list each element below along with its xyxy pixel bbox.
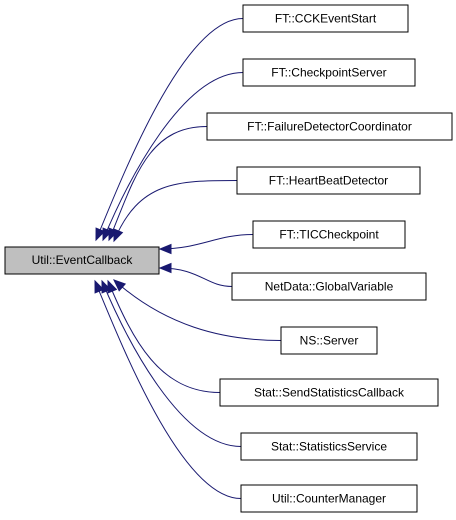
derived-class-box[interactable] xyxy=(240,432,418,461)
derived-class-node[interactable]: FT::FailureDetectorCoordinator xyxy=(206,112,453,141)
derived-class-label: FT::TICCheckpoint xyxy=(279,228,379,242)
derived-class-label: FT::HeartBeatDetector xyxy=(269,174,388,188)
derived-class-node[interactable]: Stat::StatisticsService xyxy=(240,432,418,461)
inheritance-edge xyxy=(159,234,254,250)
derived-class-node[interactable]: FT::TICCheckpoint xyxy=(252,220,406,249)
inheritance-arrowhead xyxy=(158,262,172,274)
inheritance-edge xyxy=(101,280,242,447)
inheritance-arrowhead xyxy=(113,228,124,243)
derived-class-node[interactable]: NetData::GlobalVariable xyxy=(231,272,427,301)
base-class-label: Util::EventCallback xyxy=(32,253,134,267)
inheritance-edges xyxy=(94,18,282,499)
derived-class-label: NS::Server xyxy=(300,334,359,348)
inheritance-edge xyxy=(108,126,208,241)
derived-class-box[interactable] xyxy=(219,378,439,407)
derived-class-box[interactable] xyxy=(231,272,427,301)
derived-class-box[interactable] xyxy=(206,112,453,141)
derived-class-label: FT::CCKEventStart xyxy=(275,12,377,26)
derived-class-box[interactable] xyxy=(240,484,418,513)
derived-class-label: Stat::StatisticsService xyxy=(271,440,387,454)
derived-class-node[interactable]: FT::HeartBeatDetector xyxy=(236,166,421,195)
derived-class-label: Stat::SendStatisticsCallback xyxy=(254,386,405,400)
derived-class-node[interactable]: Stat::SendStatisticsCallback xyxy=(219,378,439,407)
derived-class-label: FT::FailureDetectorCoordinator xyxy=(247,120,412,134)
inheritance-arrowhead xyxy=(95,227,106,242)
derived-class-node[interactable]: NS::Server xyxy=(280,326,378,355)
inheritance-edge xyxy=(107,280,221,393)
inheritance-edge xyxy=(113,180,238,242)
derived-class-node[interactable]: Util::CounterManager xyxy=(240,484,418,513)
inheritance-arrowhead xyxy=(101,279,112,294)
class-nodes: Util::EventCallback FT::CCKEventStartFT:… xyxy=(4,4,453,513)
derived-class-node[interactable]: FT::CCKEventStart xyxy=(242,4,409,33)
derived-class-label: NetData::GlobalVariable xyxy=(265,280,394,294)
derived-class-label: Util::CounterManager xyxy=(272,492,386,506)
inheritance-arrowhead xyxy=(94,279,105,294)
derived-class-box[interactable] xyxy=(280,326,378,355)
inheritance-edge xyxy=(102,72,244,241)
derived-class-box[interactable] xyxy=(252,220,406,249)
derived-class-label: FT::CheckpointServer xyxy=(271,66,386,80)
inheritance-arrowhead xyxy=(113,279,127,292)
base-class-box[interactable] xyxy=(4,246,160,275)
derived-class-box[interactable] xyxy=(242,4,409,33)
derived-class-node[interactable]: FT::CheckpointServer xyxy=(242,58,416,87)
derived-class-box[interactable] xyxy=(242,58,416,87)
inheritance-edge xyxy=(95,18,244,241)
base-class-node[interactable]: Util::EventCallback xyxy=(4,246,160,275)
inheritance-arrowhead xyxy=(158,243,172,255)
derived-class-box[interactable] xyxy=(236,166,421,195)
inheritance-edge xyxy=(94,280,242,499)
inheritance-edge xyxy=(113,279,282,341)
